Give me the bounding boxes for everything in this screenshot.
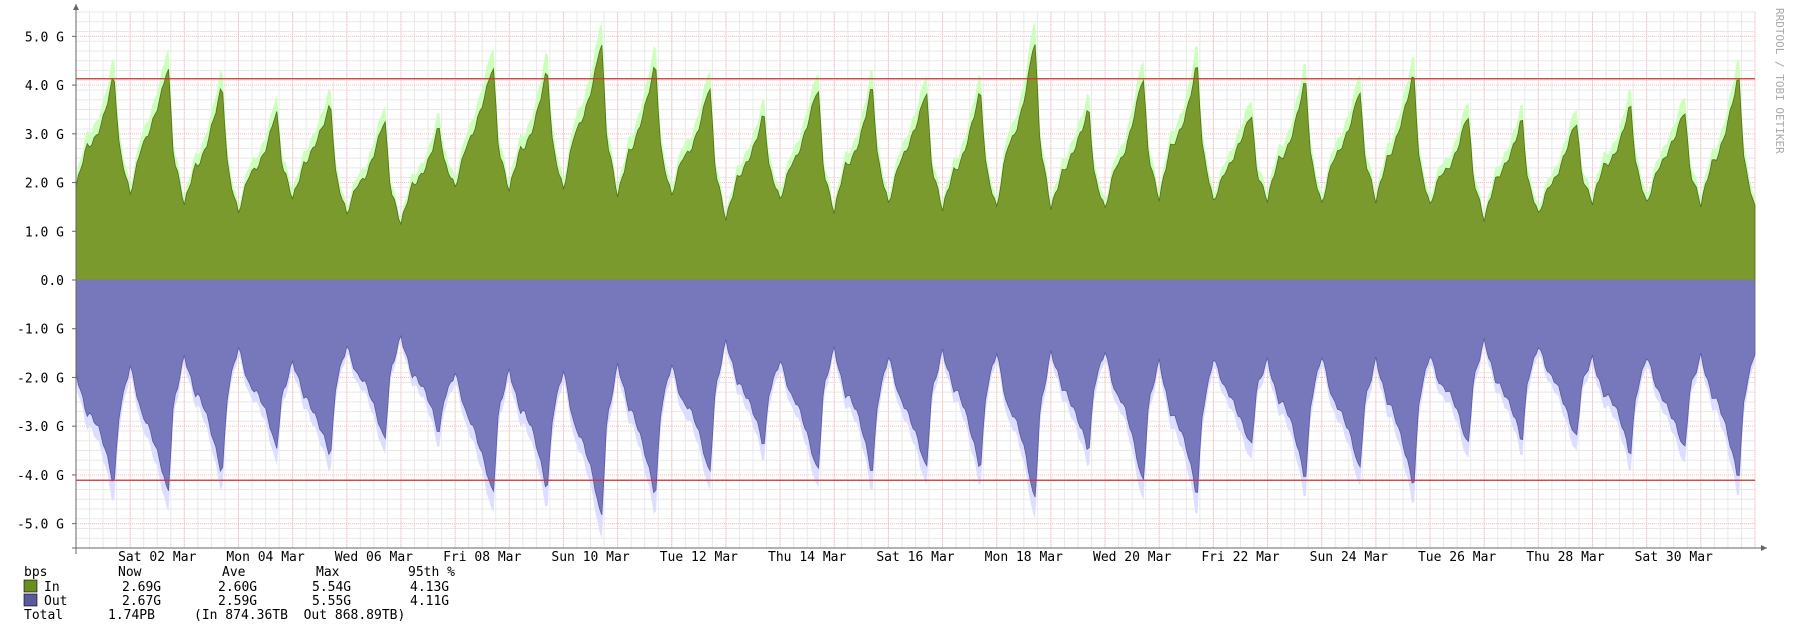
x-tick-label: Thu 14 Mar [768, 550, 846, 565]
average-area-layer [75, 44, 1756, 516]
y-tick-label: 1.0 G [25, 225, 64, 240]
y-tick-label: 0.0 [41, 274, 64, 289]
x-tick-label: Wed 20 Mar [1093, 550, 1171, 565]
legend-total-label: Total [24, 608, 63, 623]
credit-label: RRDTOOL / TOBI OETIKER [1773, 8, 1786, 154]
x-tick-labels: Sat 02 Mar Mon 04 Mar Wed 06 Mar Fri 08 Mar… [118, 550, 1713, 565]
x-tick-label: Mon 18 Mar [985, 550, 1063, 565]
x-tick-label: Sat 30 Mar [1635, 550, 1713, 565]
y-tick-label: -3.0 G [17, 420, 64, 435]
x-tick-label: Mon 04 Mar [226, 550, 304, 565]
y-axis-arrow [73, 4, 79, 10]
x-tick-label: Tue 26 Mar [1418, 550, 1496, 565]
legend-in-now: 2.69G [122, 580, 161, 595]
legend-label-out: Out [44, 594, 67, 609]
legend-out-now: 2.67G [122, 594, 161, 609]
y-tick-label: -2.0 G [17, 371, 64, 386]
percentile-lines [76, 78, 1755, 481]
x-tick-label: Sun 24 Mar [1310, 550, 1388, 565]
x-tick-label: Sun 10 Mar [551, 550, 629, 565]
y-tick-label: -4.0 G [17, 469, 64, 484]
legend-label-in: In [44, 580, 60, 595]
legend-total-detail: (In 874.36TB Out 868.89TB) [194, 608, 405, 623]
x-tick-label: Fri 08 Mar [443, 550, 521, 565]
series-in-area [75, 44, 1756, 281]
y-tick-label: 2.0 G [25, 177, 64, 192]
axes [72, 4, 1767, 554]
y-tick-label: 5.0 G [25, 30, 64, 45]
x-axis-arrow [1761, 545, 1767, 551]
legend-out-ave: 2.59G [218, 594, 257, 609]
legend-header-p95: 95th % [408, 565, 455, 580]
x-tick-label: Sat 02 Mar [118, 550, 196, 565]
legend: bps Now Ave Max 95th % In 2.69G 2.60G 5.… [23, 565, 455, 623]
legend-total-value: 1.74PB [108, 608, 155, 623]
legend-out-max: 5.55G [312, 594, 351, 609]
legend-in-p95: 4.13G [410, 580, 449, 595]
legend-header-max: Max [316, 565, 340, 580]
legend-header-ave: Ave [222, 565, 246, 580]
x-tick-label: Fri 22 Mar [1201, 550, 1279, 565]
legend-swatch-out [23, 593, 38, 607]
x-tick-label: Thu 28 Mar [1526, 550, 1604, 565]
y-tick-label: -1.0 G [17, 323, 64, 338]
legend-in-max: 5.54G [312, 580, 351, 595]
y-tick-label: 4.0 G [25, 79, 64, 94]
y-tick-label: -5.0 G [17, 518, 64, 533]
y-tick-labels: 5.0 G 4.0 G 3.0 G 2.0 G 1.0 G 0.0 -1.0 G -2.0 G… [17, 30, 76, 533]
legend-swatch-in [23, 579, 38, 593]
legend-unit: bps [24, 565, 47, 580]
x-tick-label: Tue 12 Mar [660, 550, 738, 565]
legend-header-now: Now [118, 565, 142, 580]
y-tick-label: 3.0 G [25, 128, 64, 143]
legend-in-ave: 2.60G [218, 580, 257, 595]
legend-out-p95: 4.11G [410, 594, 449, 609]
x-tick-label: Sat 16 Mar [876, 550, 954, 565]
x-tick-label: Wed 06 Mar [335, 550, 413, 565]
series-out-area [75, 279, 1756, 516]
